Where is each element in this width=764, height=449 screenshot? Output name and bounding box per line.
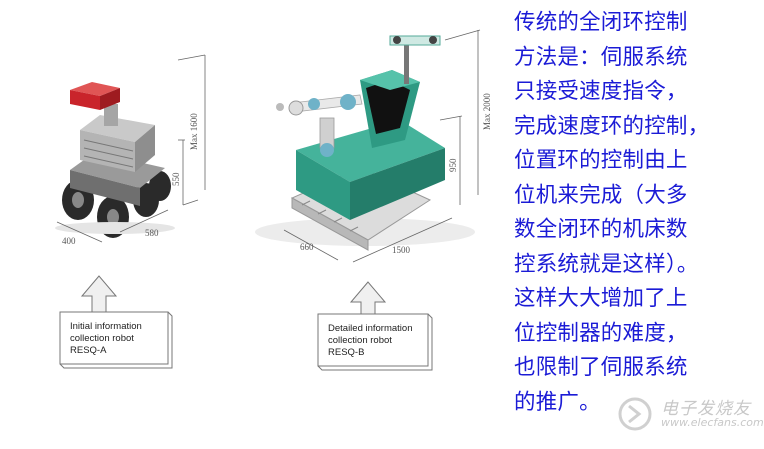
description-line-8: 控系统就是这样）。 <box>514 251 699 277</box>
robot-a-dimensions <box>56 54 206 243</box>
robot-a-length-label: 580 <box>145 228 159 238</box>
description-line-2: 方法是：伺服系统 <box>514 44 688 70</box>
robot-a-height-label: 550 <box>171 172 181 186</box>
robot-b-callout-line-2: collection robot <box>328 335 392 346</box>
watermark-cn: 电子发烧友 <box>661 399 751 419</box>
robot-b-arrow <box>349 281 387 315</box>
robot-b-illustration <box>255 35 475 251</box>
description-line-10: 位控制器的难度， <box>514 320 688 346</box>
robot-b-callout-line-1: Detailed information <box>328 323 413 334</box>
robot-b-height-label: 950 <box>448 158 458 172</box>
robot-b-callout-line-3: RESQ-B <box>328 347 364 358</box>
description-line-7: 数全闭环的机床数 <box>514 217 688 242</box>
robot-a-callout-box: Initial information collection robot RES… <box>59 311 173 369</box>
description-text: 传统的全闭环控制 方法是：伺服系统 只接受速度指令， 完成速度环的控制， 位置环… <box>514 6 762 420</box>
robot-a-arrow <box>80 275 118 313</box>
robot-a-max-height-label: Max 1600 <box>189 113 199 150</box>
watermark-url: www.elecfans.com <box>661 416 764 429</box>
robot-b-callout-box: Detailed information collection robot RE… <box>317 313 433 371</box>
description-line-5: 位置环的控制由上 <box>514 148 688 173</box>
description-line-11: 也限制了伺服系统 <box>514 355 688 380</box>
robot-b-width-label: 660 <box>300 242 314 252</box>
description-line-6: 位机来完成（大多 <box>514 182 688 208</box>
robot-b-max-height-label: Max 2000 <box>482 93 492 130</box>
description-line-1: 传统的全闭环控制 <box>514 10 688 35</box>
robot-a-callout-line-1: Initial information <box>70 321 142 332</box>
description-line-12: 的推广。 <box>514 389 601 415</box>
robot-a-callout-line-3: RESQ-A <box>70 345 107 356</box>
robot-a-callout-line-2: collection robot <box>70 333 134 344</box>
description-line-9: 这样大大增加了上 <box>514 286 688 311</box>
watermark-logo-icon <box>618 397 652 431</box>
robot-b-dimensions <box>283 29 481 263</box>
robot-a-illustration <box>55 82 175 238</box>
robot-a-width-label: 400 <box>62 236 76 246</box>
description-line-4: 完成速度环的控制， <box>514 113 710 139</box>
watermark: 电子发烧友 www.elecfans.com <box>615 392 764 440</box>
description-line-3: 只接受速度指令， <box>514 79 688 104</box>
robot-b-length-label: 1500 <box>392 245 411 255</box>
